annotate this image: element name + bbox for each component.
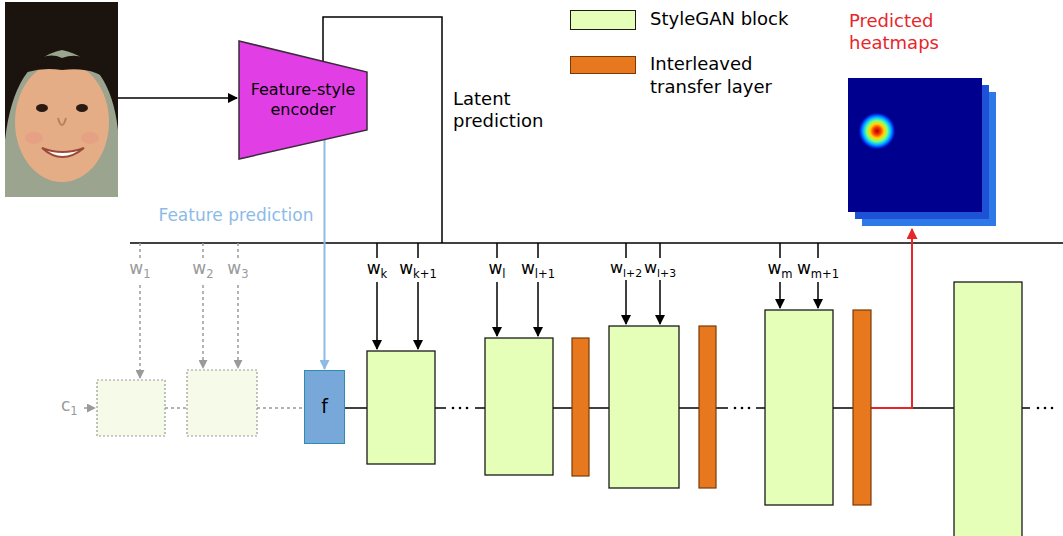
input-arrow xyxy=(118,97,237,99)
ellipsis-dot xyxy=(734,407,737,410)
style-vector: wm+1 xyxy=(796,258,840,282)
style-arrow xyxy=(537,243,539,336)
photo-cheek xyxy=(25,132,43,144)
feature-link xyxy=(679,407,699,409)
heatmap-arrow xyxy=(871,229,912,408)
photo-background xyxy=(5,2,118,197)
stylegan-block xyxy=(609,326,679,488)
photo-fringe xyxy=(14,56,112,84)
stylegan-block xyxy=(954,282,1022,536)
faded-link xyxy=(165,407,187,409)
constant-input: c1 xyxy=(60,395,79,419)
transfer-layers xyxy=(572,310,871,505)
encoder-trapezoid: Feature-style encoder xyxy=(238,40,368,160)
transfer-layer xyxy=(572,338,589,476)
heatmap-peak xyxy=(858,112,896,150)
photo-eye xyxy=(36,104,48,112)
ellipsis-dot xyxy=(741,407,744,410)
subscript: 1 xyxy=(70,404,77,418)
feature-box: f xyxy=(304,370,345,444)
stylegan-block xyxy=(765,310,833,505)
style-vector: wl+1 xyxy=(520,258,556,282)
heatmap-stack xyxy=(848,78,996,226)
subscript: l xyxy=(502,267,505,281)
ellipsis-dot xyxy=(1051,407,1054,410)
style-vector: w1 xyxy=(128,258,151,282)
ellipsis-dot xyxy=(452,407,455,410)
subscript: l+2 xyxy=(623,267,642,280)
subscript: m xyxy=(781,267,792,281)
photo-eye xyxy=(76,104,88,112)
photo-face xyxy=(15,62,109,182)
photo-smile xyxy=(42,148,84,157)
style-arrows xyxy=(377,243,818,349)
transfer-layer xyxy=(699,326,716,488)
style-vector: wm xyxy=(766,258,793,282)
feature-link xyxy=(1022,407,1030,409)
latent-bus xyxy=(130,242,1063,244)
feature-link xyxy=(475,407,485,409)
subscript: 1 xyxy=(143,267,150,281)
edge-label: Feature prediction xyxy=(158,205,315,225)
style-vector: w3 xyxy=(226,258,249,282)
subscript: l+1 xyxy=(535,267,555,281)
feature-link xyxy=(833,407,853,409)
feature-link xyxy=(589,407,609,409)
transfer-layer xyxy=(853,310,871,505)
node-label: Feature-style encoder xyxy=(244,80,362,120)
ellipsis-dot xyxy=(748,407,751,410)
faded-link xyxy=(257,407,303,409)
style-vector: wk+1 xyxy=(398,258,438,282)
subscript: m+1 xyxy=(811,267,839,281)
stylegan-block xyxy=(367,351,435,464)
input-photo xyxy=(5,2,118,197)
feature-link xyxy=(756,407,765,409)
legend-swatch xyxy=(570,56,636,74)
subscript: l+3 xyxy=(657,267,676,280)
feature-arrow xyxy=(324,139,326,369)
legend-label: StyleGAN block xyxy=(650,7,788,30)
subscript: 2 xyxy=(206,267,213,281)
faded-stylegan-block xyxy=(97,380,165,436)
ellipsis-dot xyxy=(1044,407,1047,410)
style-arrow xyxy=(625,243,627,324)
style-arrow xyxy=(659,243,661,324)
subscript: k+1 xyxy=(413,267,437,281)
latent-title: Latent prediction xyxy=(452,88,572,131)
encoder-shape xyxy=(239,41,367,159)
node-label: f xyxy=(321,395,328,419)
style-arrow xyxy=(496,243,498,336)
feature-link xyxy=(345,407,367,409)
faded-stylegan-block xyxy=(187,370,257,436)
constant-arrow xyxy=(84,407,95,409)
style-vector: w2 xyxy=(191,258,214,282)
subscript: 3 xyxy=(241,267,248,281)
style-vector: wl+3 xyxy=(643,258,677,280)
feature-link xyxy=(553,407,572,409)
ellipsis-dot xyxy=(459,407,462,410)
subscript: k xyxy=(381,267,388,281)
legend-label: Interleaved transfer layer xyxy=(650,52,785,99)
legend-swatch xyxy=(570,10,636,30)
style-vector: wk xyxy=(366,258,389,282)
stylegan-block xyxy=(485,338,553,475)
feature-link xyxy=(716,407,728,409)
photo-cheek xyxy=(81,132,99,144)
photo-nose xyxy=(58,118,66,125)
style-vector: wl+2 xyxy=(609,258,643,280)
stylegan-blocks xyxy=(367,282,1022,536)
feature-link xyxy=(435,407,446,409)
ellipsis-dot xyxy=(466,407,469,410)
output-title: Predicted heatmaps xyxy=(848,10,1000,53)
ellipsis-dot xyxy=(1037,407,1040,410)
feature-path xyxy=(345,407,1030,409)
heatmap xyxy=(848,78,982,212)
style-vector: wl xyxy=(487,258,506,282)
